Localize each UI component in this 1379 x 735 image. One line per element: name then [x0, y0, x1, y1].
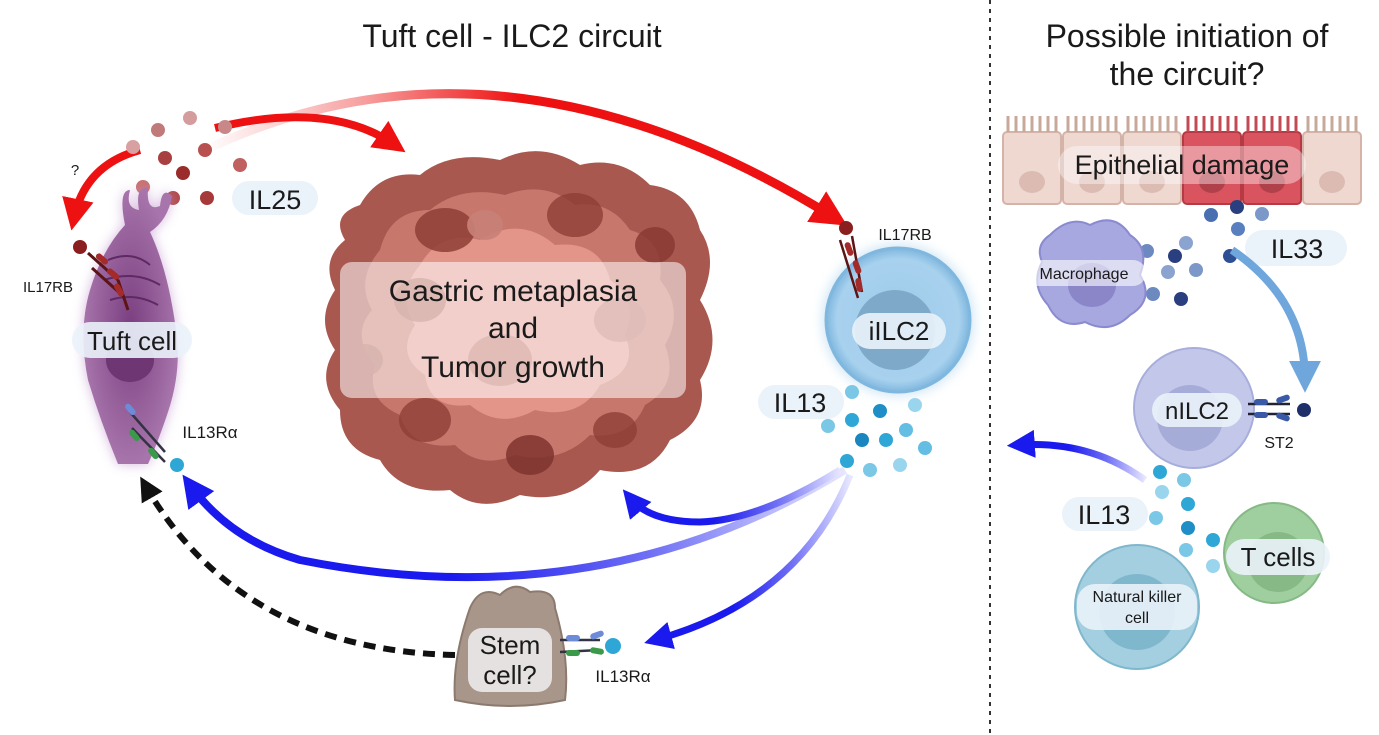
- st2-receptor: [1248, 394, 1311, 422]
- stem-label-bg: [468, 628, 552, 692]
- il13ra-label-stem: IL13Rα: [595, 667, 650, 686]
- il13-left-label-bg: [758, 385, 844, 419]
- nk-label-line1: Natural killer: [1093, 589, 1183, 606]
- il13-to-tumor-arrow: [622, 467, 842, 526]
- il17rb-label-left: IL17RB: [23, 279, 73, 296]
- nk-label-bg: [1077, 584, 1197, 630]
- question-mark: ?: [71, 162, 79, 179]
- il13-dots-left: [821, 385, 932, 477]
- ilc2-label: iILC2: [869, 316, 930, 346]
- st2-label: ST2: [1264, 435, 1293, 452]
- il13ra-label-left: IL13Rα: [182, 423, 237, 442]
- il25-to-tuft-arrow: [62, 146, 142, 231]
- tuft-label-bg: [72, 322, 192, 358]
- il25-dots: [126, 111, 247, 205]
- nilc2-label: nILC2: [1165, 398, 1229, 425]
- il13-right-label: IL13: [1078, 500, 1131, 530]
- epithelial-label-bg: [1058, 146, 1306, 184]
- title-left: Tuft cell - ILC2 circuit: [362, 18, 661, 54]
- il33-label: IL33: [1271, 234, 1324, 264]
- epithelial-label: Epithelial damage: [1075, 150, 1290, 180]
- tuft-cell-label: Tuft cell: [87, 326, 177, 356]
- il13ra-receptor-stem: [559, 630, 621, 656]
- tumor-label-line3: Tumor growth: [421, 351, 605, 384]
- title-right-line2: the circuit?: [1110, 56, 1265, 92]
- il17rb-receptor-right: [838, 221, 864, 299]
- il13ra-receptor-left: [125, 403, 184, 472]
- il25-label-bg: [232, 181, 318, 215]
- t-cells-label-bg: [1226, 539, 1330, 575]
- stem-to-tuft-arrow: [140, 476, 456, 658]
- macrophage-label: Macrophage: [1040, 266, 1129, 283]
- epithelium: [1002, 116, 1362, 205]
- macrophage-label-bg: [1022, 260, 1146, 286]
- il33-to-nilc2-arrow: [1229, 246, 1321, 393]
- ilc2-label-bg: [852, 313, 946, 349]
- nk-label-line2: cell: [1125, 610, 1149, 627]
- il17rb-label-right: IL17RB: [878, 227, 931, 244]
- t-cells-label: T cells: [1241, 542, 1316, 572]
- il13-left-label: IL13: [774, 388, 827, 418]
- tumor-label-box: [340, 262, 686, 398]
- il13-to-stem-arrow: [644, 473, 854, 650]
- stem-label-line1: Stem: [480, 630, 541, 660]
- il13-to-tuft-arrow: [182, 466, 848, 582]
- stem-label-line2: cell?: [483, 660, 536, 690]
- tumor-label-line2: and: [488, 312, 538, 345]
- il25-to-tumor-arrow: [214, 113, 406, 153]
- title-right-line1: Possible initiation of: [1046, 18, 1329, 54]
- il25-label: IL25: [249, 185, 302, 215]
- il13-dots-right: [1149, 465, 1220, 573]
- il33-label-bg: [1245, 230, 1347, 266]
- nilc2-label-bg: [1152, 393, 1242, 427]
- il13-right-to-left-arrow: [1006, 429, 1148, 483]
- il13-right-label-bg: [1062, 497, 1148, 531]
- tumor-label-line1: Gastric metaplasia: [389, 275, 638, 308]
- il17rb-receptor-left: [73, 240, 130, 311]
